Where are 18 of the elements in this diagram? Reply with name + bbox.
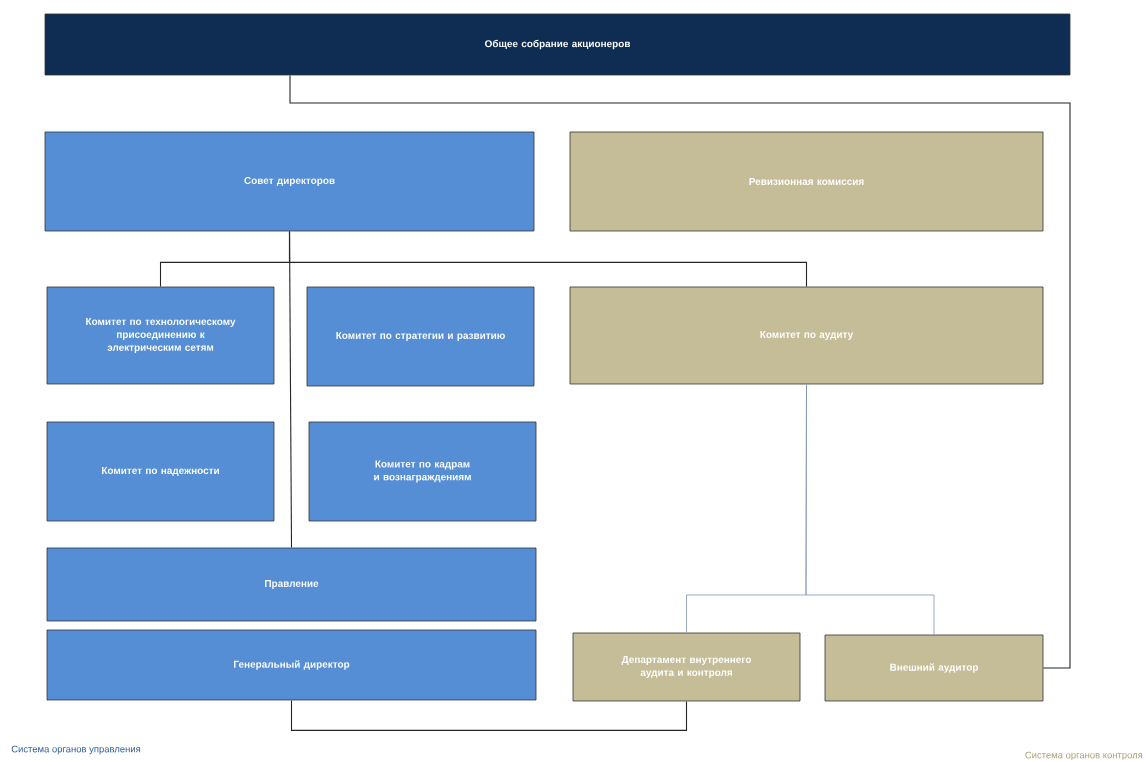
connector-line (288, 230, 808, 288)
org-box: Правление (46, 547, 537, 622)
committee-box: Комитет по кадрам и вознаграждениям (308, 421, 537, 522)
committee-box: Комитет по технологическому присоединению к электрическим сетям (46, 286, 275, 385)
org-box: Департамент внутреннего аудита и контроля (572, 632, 801, 702)
org-box: Ревизионная комиссия (569, 131, 1044, 232)
org-box: Генеральный директор (46, 629, 537, 701)
header-bar: Общее собрание акционеров (44, 13, 1071, 76)
connector-line (289, 74, 1071, 669)
committee-box: Комитет по стратегии и развитию (306, 286, 535, 387)
committee-box: Комитет по аудиту (569, 286, 1044, 385)
caption: Система органов контроля (1025, 751, 1143, 761)
connector-line (290, 699, 688, 731)
org-box: Внешний аудитор (824, 634, 1044, 702)
committee-box: Комитет по надежности (46, 421, 275, 522)
org-box: Совет директоров (44, 131, 535, 232)
connector-line (805, 384, 935, 635)
caption: Система органов управления (11, 745, 141, 755)
